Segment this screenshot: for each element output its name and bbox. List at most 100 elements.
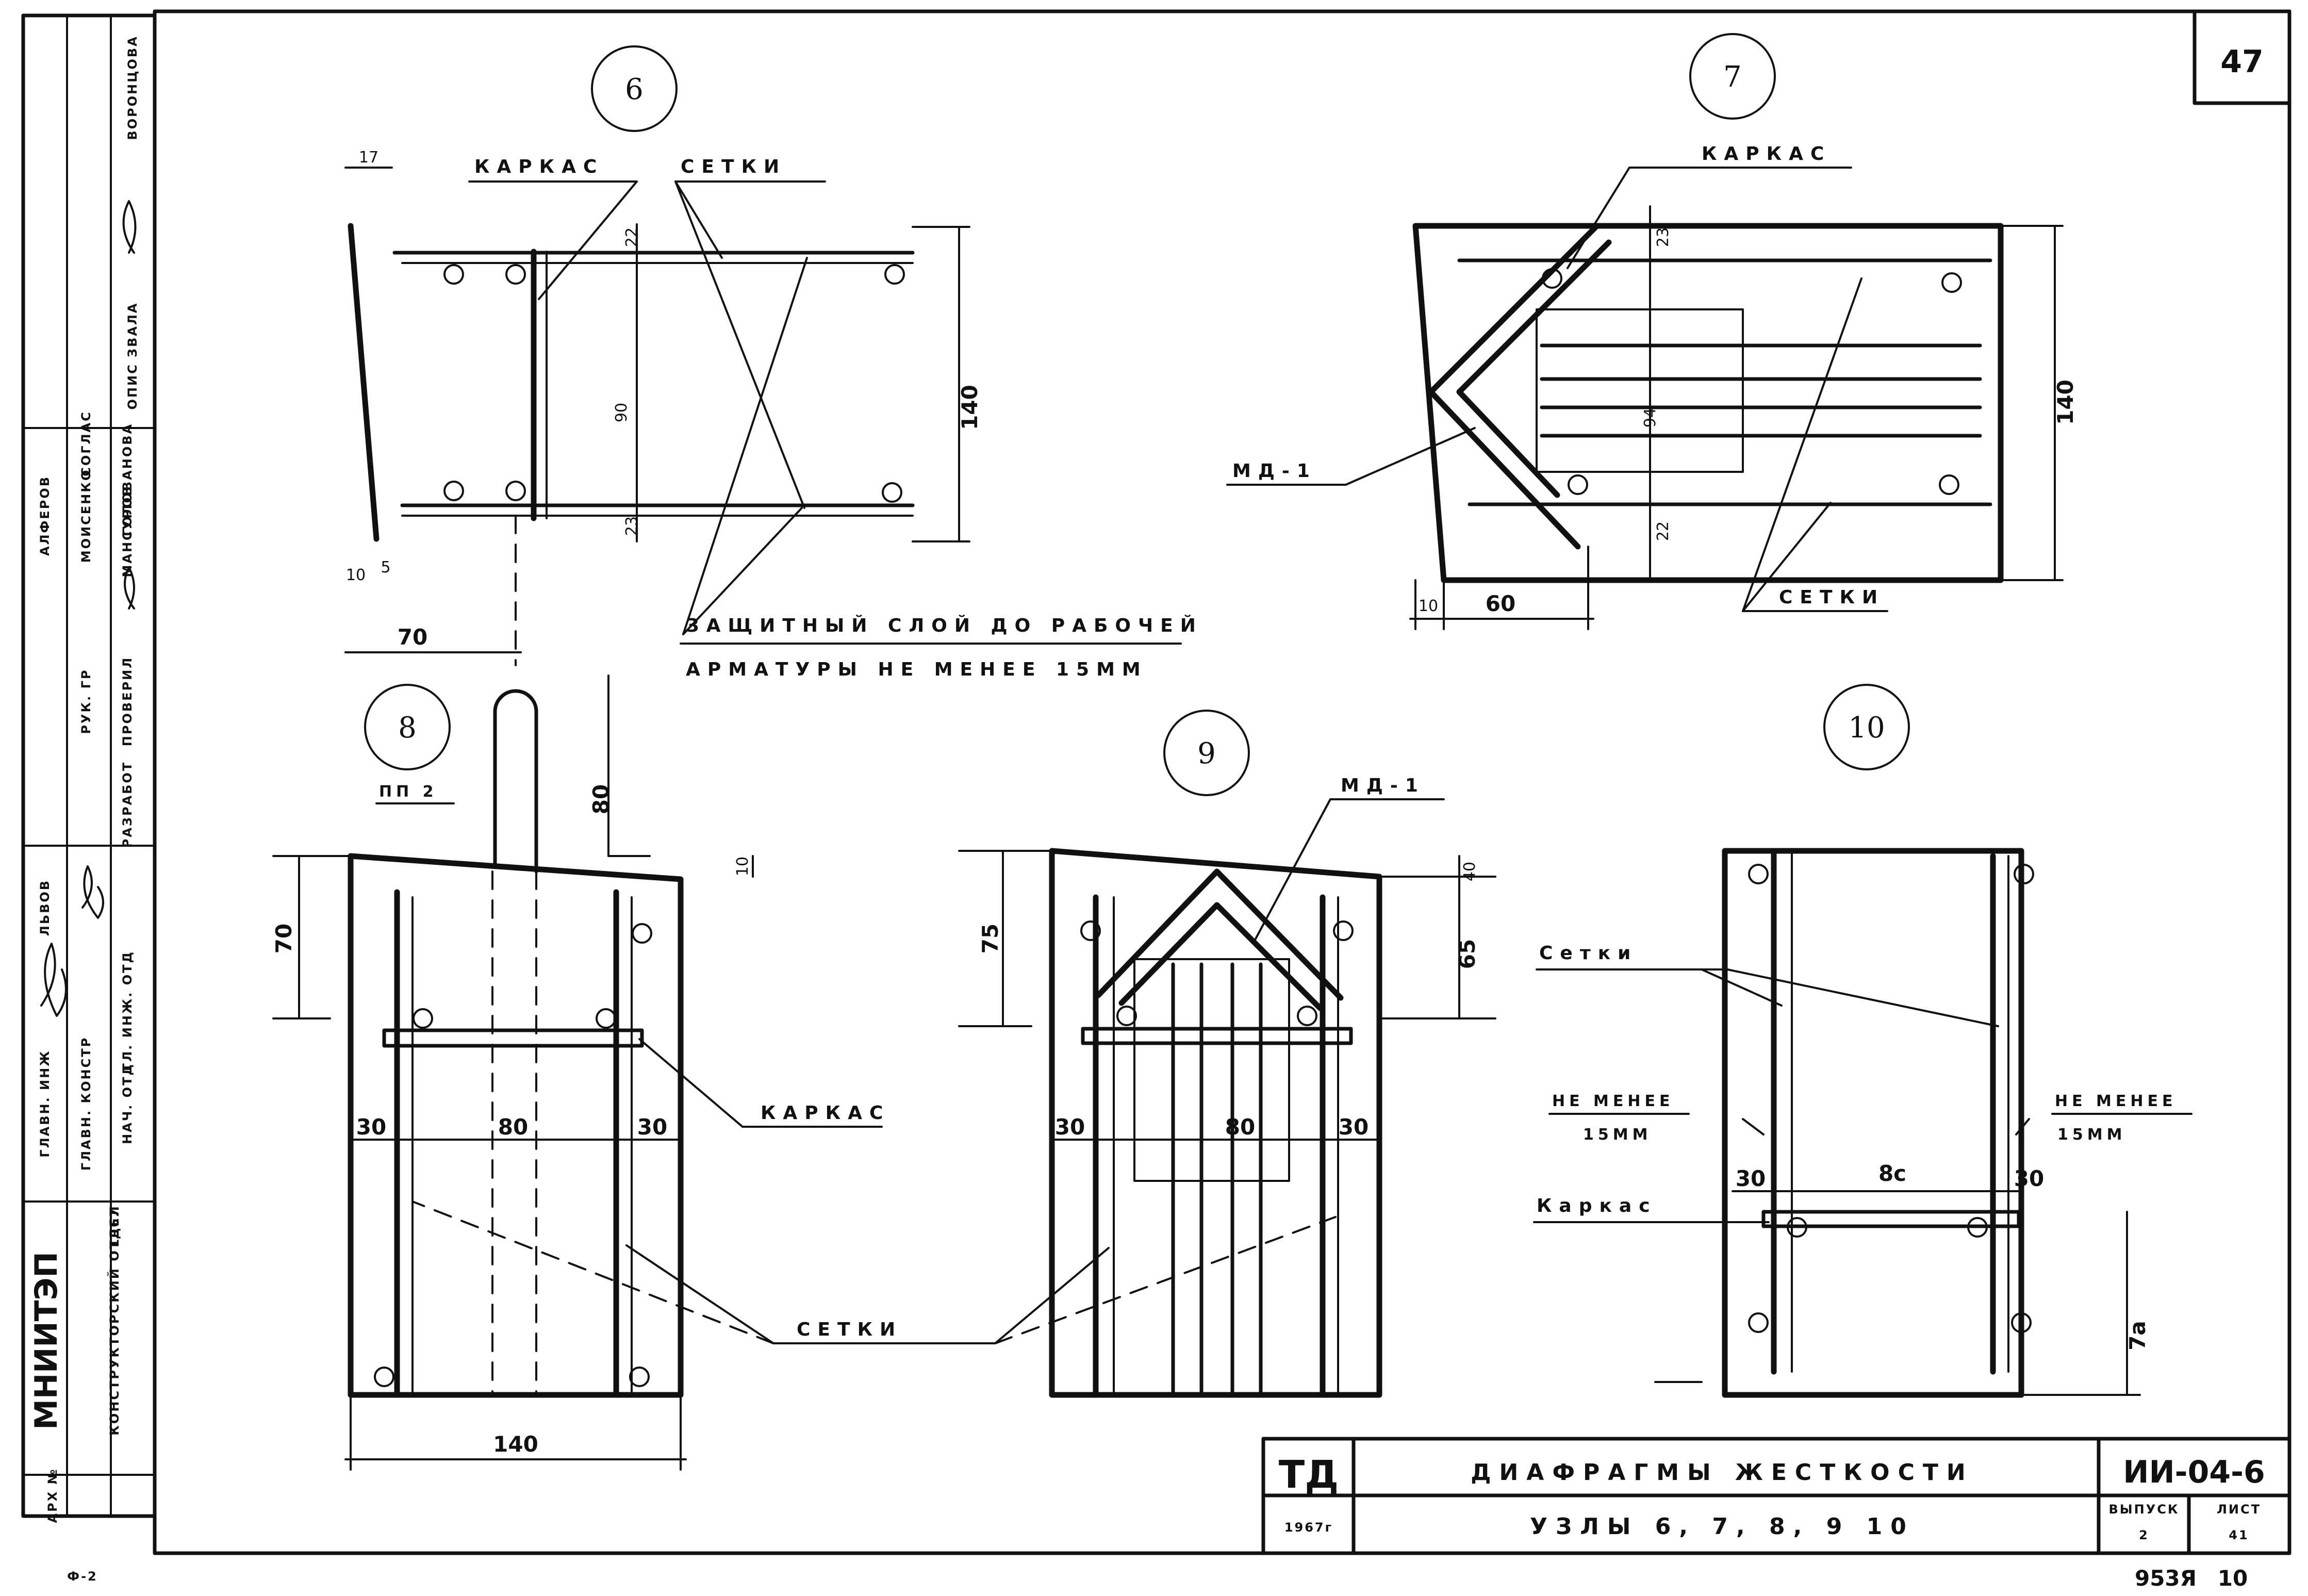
side-stamp-name: МАНСУРОВ bbox=[120, 485, 135, 578]
node-6-setki-label: СЕТКИ bbox=[681, 156, 786, 177]
page-number: 47 bbox=[2220, 44, 2264, 80]
node-8-dim-140: 140 bbox=[493, 1432, 538, 1457]
setki-leader bbox=[994, 1216, 1337, 1344]
protective-layer-note-line-2: АРМАТУРЫ НЕ МЕНЕЕ 15ММ bbox=[686, 659, 1148, 680]
node-9-dim-75: 75 bbox=[978, 924, 1003, 953]
node-9-md1-angle bbox=[1095, 868, 1344, 1011]
title-block-title: ДИАФРАГМЫ ЖЕСТКОСТИ bbox=[1471, 1459, 1973, 1486]
node-10-concrete-outline bbox=[1722, 848, 2024, 1398]
node-7-dim-10: 10 bbox=[1419, 597, 1438, 615]
node-10-setki-leader bbox=[1701, 968, 1783, 1007]
node-9-dim-65: 65 bbox=[1455, 939, 1480, 969]
node-10-dim-80: 8с bbox=[1878, 1161, 1906, 1186]
side-stamp-frame bbox=[21, 13, 157, 1518]
node-8-rebar bbox=[374, 1367, 394, 1387]
node-8-dim-30-left: 30 bbox=[356, 1114, 386, 1140]
node-7-dim-22: 22 bbox=[1654, 521, 1672, 541]
node-6-dim-17: 17 bbox=[359, 149, 378, 167]
setki-leader bbox=[411, 1200, 774, 1344]
node-7-detail: 7 23 94 22 140 10 60 КАРКАС МД-1 СЕТКИ bbox=[1226, 33, 2078, 630]
title-block-subtitle: УЗЛЫ 6, 7, 8, 9 10 bbox=[1530, 1513, 1915, 1540]
node-8-rebar bbox=[632, 923, 652, 944]
node-7-setki-leader bbox=[1742, 502, 1832, 612]
node-8-pp2-label: ПП 2 bbox=[379, 783, 438, 801]
side-stamp-role: РУК. ГР bbox=[79, 668, 93, 734]
node-8-dim-80: 80 bbox=[588, 784, 614, 814]
node-7-dim-94: 94 bbox=[1641, 408, 1659, 427]
node-10-dim-30-left: 30 bbox=[1736, 1166, 1766, 1191]
node-8-marker bbox=[364, 684, 451, 770]
node-10-rebar bbox=[1787, 1217, 1807, 1238]
node-9-rebar bbox=[1297, 1006, 1317, 1026]
node-6-rebar bbox=[505, 481, 526, 501]
node-10-dim-30-right: 30 bbox=[2014, 1166, 2044, 1191]
node-6-concrete-outline bbox=[348, 223, 380, 542]
node-8-rebar bbox=[629, 1367, 650, 1387]
node-6-dim-10: 10 bbox=[346, 566, 366, 584]
title-block-series-code: ИИ-04-6 bbox=[2123, 1454, 2265, 1490]
node-7-md1-angle bbox=[1428, 224, 1612, 550]
node-10-dim-70: 7а bbox=[2125, 1321, 2150, 1351]
node-6-rebar bbox=[884, 264, 905, 285]
side-stamp-name: АЛФЕРОВ bbox=[38, 475, 52, 556]
side-stamp-arch: АРХ № bbox=[45, 1468, 60, 1523]
node-9-dim-30-left: 30 bbox=[1055, 1114, 1085, 1140]
side-stamp-role: ГЛ. ИНЖ. ОТД bbox=[120, 950, 135, 1071]
title-block: ТД 1967г ДИАФРАГМЫ ЖЕСТКОСТИ УЗЛЫ 6, 7, … bbox=[1261, 1437, 2291, 1555]
side-stamp-role: ГЛАВН. КОНСТР bbox=[79, 1036, 93, 1171]
node-6-rebar bbox=[505, 264, 526, 285]
page-number-box bbox=[2192, 9, 2291, 105]
node-7-number: 7 bbox=[1723, 60, 1742, 94]
side-stamp-role: ГЛАВН. ИНЖ bbox=[38, 1049, 52, 1157]
side-approval-stamp: МНИИТЭП КОНСТРУКТОРСКИЙ ОТДЕЛ 1967 СОГЛА… bbox=[21, 13, 157, 1523]
side-stamp-department: КОНСТРУКТОРСКИЙ ОТДЕЛ bbox=[107, 1205, 122, 1435]
node-7-rebar bbox=[1941, 272, 1962, 293]
node-9-embedded-plate bbox=[1133, 958, 1290, 1182]
footer-code: 953Я bbox=[2135, 1566, 2197, 1591]
node-6-setki-leader bbox=[674, 180, 805, 509]
node-6-karkas-label: КАРКАС bbox=[474, 156, 604, 177]
node-7-dim-23: 23 bbox=[1654, 227, 1672, 247]
node-6-dim-140: 140 bbox=[957, 385, 982, 430]
footer-format: 10 bbox=[2218, 1566, 2248, 1591]
node-6-rebar bbox=[443, 264, 464, 285]
title-block-issue-value: 2 bbox=[2139, 1528, 2149, 1542]
node-10-setki-leader bbox=[1726, 968, 1999, 1027]
side-stamp-name: ГОЛОВАНОВА bbox=[120, 423, 135, 536]
node-8-karkas-leader bbox=[638, 1038, 744, 1128]
node-10-ne-menee-right-mm: 15ММ bbox=[2057, 1126, 2126, 1144]
node-8-dim-70: 70 bbox=[271, 924, 296, 953]
node-10-rebar bbox=[1748, 1312, 1769, 1333]
node-9-dim-30-right: 30 bbox=[1339, 1114, 1369, 1140]
node-8-rebar bbox=[596, 1008, 616, 1029]
node-10-rebar bbox=[1748, 864, 1769, 884]
side-stamp-name: ВОРОНЦОВА bbox=[125, 35, 140, 140]
node-6-dim-90: 90 bbox=[613, 403, 631, 422]
node-7-setki-leader bbox=[1742, 277, 1862, 612]
node-6-marker bbox=[591, 45, 678, 132]
node-7-md1-label: МД-1 bbox=[1232, 460, 1317, 482]
node-6-dim-22: 22 bbox=[623, 227, 641, 247]
node-7-concrete-outline bbox=[1412, 223, 2004, 583]
node-6-protective-leader bbox=[682, 507, 803, 635]
node-8-karkas-label: КАРКАС bbox=[761, 1103, 890, 1124]
title-block-year: 1967г bbox=[1284, 1520, 1333, 1535]
node-6-detail: 6 17 22 90 23 140 10 5 70 КАРКАС bbox=[344, 45, 1196, 680]
node-6-karkas-leader bbox=[538, 180, 638, 300]
node-10-marker bbox=[1823, 684, 1910, 770]
signature bbox=[81, 865, 104, 919]
sheet-border bbox=[153, 9, 2291, 1555]
node-10-ne-menee-right: НЕ МЕНЕЕ bbox=[2055, 1092, 2177, 1110]
node-7-md1-leader bbox=[1345, 427, 1476, 486]
side-stamp-role: ПРОВЕРИЛ bbox=[120, 656, 135, 746]
node-8-dim-10: 10 bbox=[734, 857, 752, 876]
node-9-md1-label: МД-1 bbox=[1341, 775, 1425, 796]
node-6-rebar bbox=[443, 481, 464, 501]
node-7-embedded-plate bbox=[1536, 308, 1744, 473]
node-7-marker bbox=[1689, 33, 1776, 120]
node-10-setki-label: Сетки bbox=[1539, 943, 1638, 964]
node-10-number: 10 bbox=[1848, 711, 1885, 745]
signature bbox=[40, 943, 67, 1017]
signature bbox=[124, 566, 135, 610]
